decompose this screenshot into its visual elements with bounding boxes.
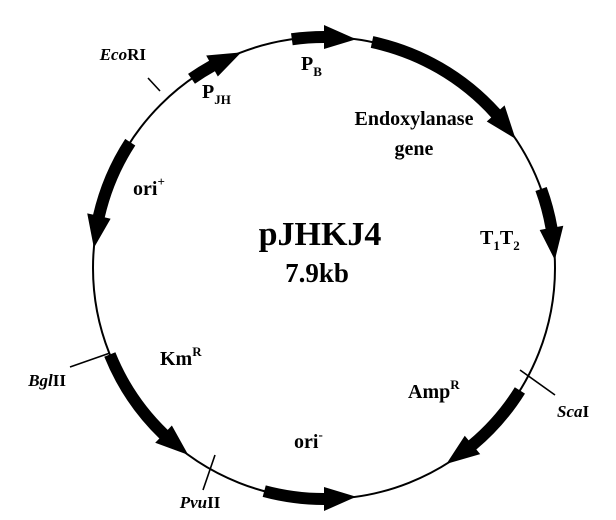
t2-sub: 2 (513, 238, 520, 253)
bglii-tick (69, 352, 111, 368)
label-p-b: PB (301, 53, 322, 79)
ori-minus-main: ori (294, 431, 319, 453)
arrow-p-b (291, 25, 357, 49)
pvuii-rest: II (207, 493, 221, 512)
label-endoxylanase: Endoxylanase (355, 108, 474, 130)
label-amp: AmpR (408, 377, 460, 403)
label-gene: gene (395, 138, 434, 160)
p-b-main: P (301, 53, 313, 75)
ecori-italic: Eco (99, 45, 127, 64)
pvuii-italic: Pvu (179, 493, 207, 512)
ori-minus-sup: - (318, 427, 322, 442)
scai-rest: I (583, 402, 590, 421)
label-p-jh: PJH (202, 81, 231, 107)
ecori-tick (147, 77, 161, 92)
arrow-t1t2 (535, 186, 564, 260)
t1-main: T (480, 227, 494, 249)
p-b-sub: B (313, 64, 322, 79)
site-ticks (69, 77, 556, 491)
pvuii-tick (202, 454, 216, 491)
site-scai: ScaI (557, 402, 590, 421)
scai-tick (519, 369, 556, 396)
amp-sup: R (450, 377, 460, 392)
arrow-amp (446, 387, 525, 464)
p-jh-main: P (202, 81, 214, 103)
t1-sub: 1 (493, 238, 500, 253)
ori-plus-main: ori (133, 178, 158, 200)
arrow-ori-plus (87, 138, 136, 248)
p-jh-sub: JH (214, 92, 231, 107)
site-bglii: BglII (27, 371, 66, 390)
scai-italic: Sca (557, 402, 583, 421)
plasmid-size: 7.9kb (285, 258, 349, 288)
ori-plus-sup: + (157, 174, 164, 189)
site-ecori: EcoRI (99, 45, 147, 64)
label-km: KmR (160, 344, 202, 370)
label-t1t2: T1T2 (480, 227, 520, 253)
bglii-italic: Bgl (27, 371, 53, 390)
arrow-p-jh (188, 52, 242, 84)
km-main: Km (160, 348, 193, 370)
site-pvuii: PvuII (179, 493, 221, 512)
km-sup: R (192, 344, 202, 359)
arrow-km (104, 352, 189, 455)
feature-arrows (87, 25, 564, 511)
label-ori-minus: ori- (294, 427, 323, 453)
arrow-ori-minus (262, 485, 357, 511)
amp-main: Amp (408, 381, 450, 403)
plasmid-name: pJHKJ4 (259, 216, 382, 253)
t2-main: T (500, 227, 514, 249)
ecori-rest: RI (127, 45, 146, 64)
arrow-endoxylanase (370, 36, 516, 139)
label-ori-plus: ori+ (133, 174, 165, 200)
bglii-rest: II (53, 371, 67, 390)
